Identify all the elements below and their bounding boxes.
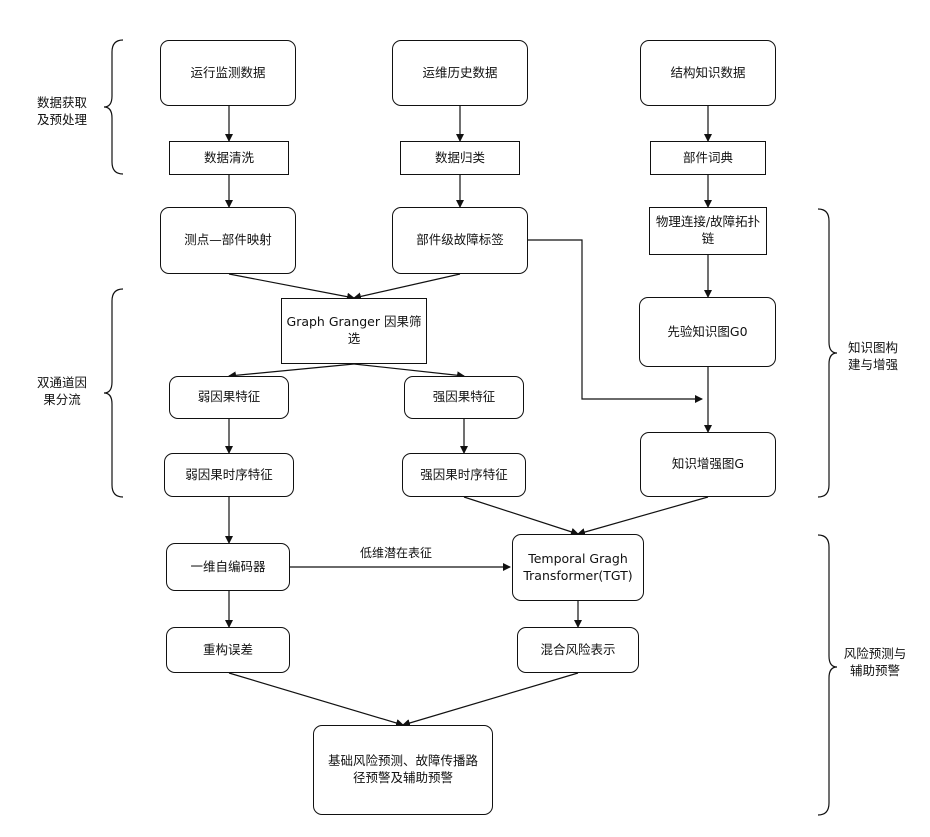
node-phys: 物理连接/故障拓扑链 bbox=[649, 207, 767, 255]
node-tgt: Temporal Gragh Transformer(TGT) bbox=[512, 534, 644, 601]
node-autoenc: 一维自编码器 bbox=[166, 543, 290, 591]
brace-acquire bbox=[104, 40, 123, 174]
node-fault-label: 部件级故障标签 bbox=[392, 207, 528, 274]
node-prior-kg: 先验知识图G0 bbox=[639, 297, 776, 367]
node-weak-ts: 弱因果时序特征 bbox=[164, 453, 294, 497]
node-clean: 数据清洗 bbox=[169, 141, 289, 175]
node-map: 测点—部件映射 bbox=[160, 207, 296, 274]
node-kg-enh: 知识增强图G bbox=[640, 432, 776, 497]
brace-risk bbox=[818, 535, 837, 815]
node-mix-risk: 混合风险表示 bbox=[517, 627, 639, 673]
node-recon: 重构误差 bbox=[166, 627, 290, 673]
group-label-risk: 风险预测与辅助预警 bbox=[842, 646, 908, 680]
node-strong-ts: 强因果时序特征 bbox=[402, 453, 526, 497]
node-hist-data: 运维历史数据 bbox=[392, 40, 528, 106]
node-classify: 数据归类 bbox=[400, 141, 520, 175]
edge-kg-to-tgt bbox=[578, 497, 708, 534]
node-op-data: 运行监测数据 bbox=[160, 40, 296, 106]
edge-map-to-granger bbox=[229, 274, 354, 298]
edge-label-lowdim: 低维潜在表征 bbox=[358, 544, 434, 561]
edge-fault-to-granger bbox=[354, 274, 460, 298]
group-label-acquire: 数据获取及预处理 bbox=[34, 95, 90, 129]
node-strong-feat: 强因果特征 bbox=[404, 376, 524, 419]
group-label-split: 双通道因果分流 bbox=[34, 375, 90, 409]
node-dict: 部件词典 bbox=[650, 141, 766, 175]
edge-recon-to-final bbox=[229, 673, 403, 725]
brace-kg bbox=[818, 209, 837, 497]
node-final: 基础风险预测、故障传播路径预警及辅助预警 bbox=[313, 725, 493, 815]
edge-mix-to-final bbox=[403, 673, 578, 725]
group-label-kg: 知识图构建与增强 bbox=[842, 340, 904, 374]
node-struct-data: 结构知识数据 bbox=[640, 40, 776, 106]
edge-strongts-to-tgt bbox=[464, 497, 578, 534]
brace-split bbox=[104, 289, 123, 497]
edge-granger-to-weak bbox=[229, 364, 354, 376]
edge-granger-to-strong bbox=[354, 364, 464, 376]
node-granger: Graph Granger 因果筛选 bbox=[281, 298, 427, 364]
node-weak-feat: 弱因果特征 bbox=[169, 376, 289, 419]
